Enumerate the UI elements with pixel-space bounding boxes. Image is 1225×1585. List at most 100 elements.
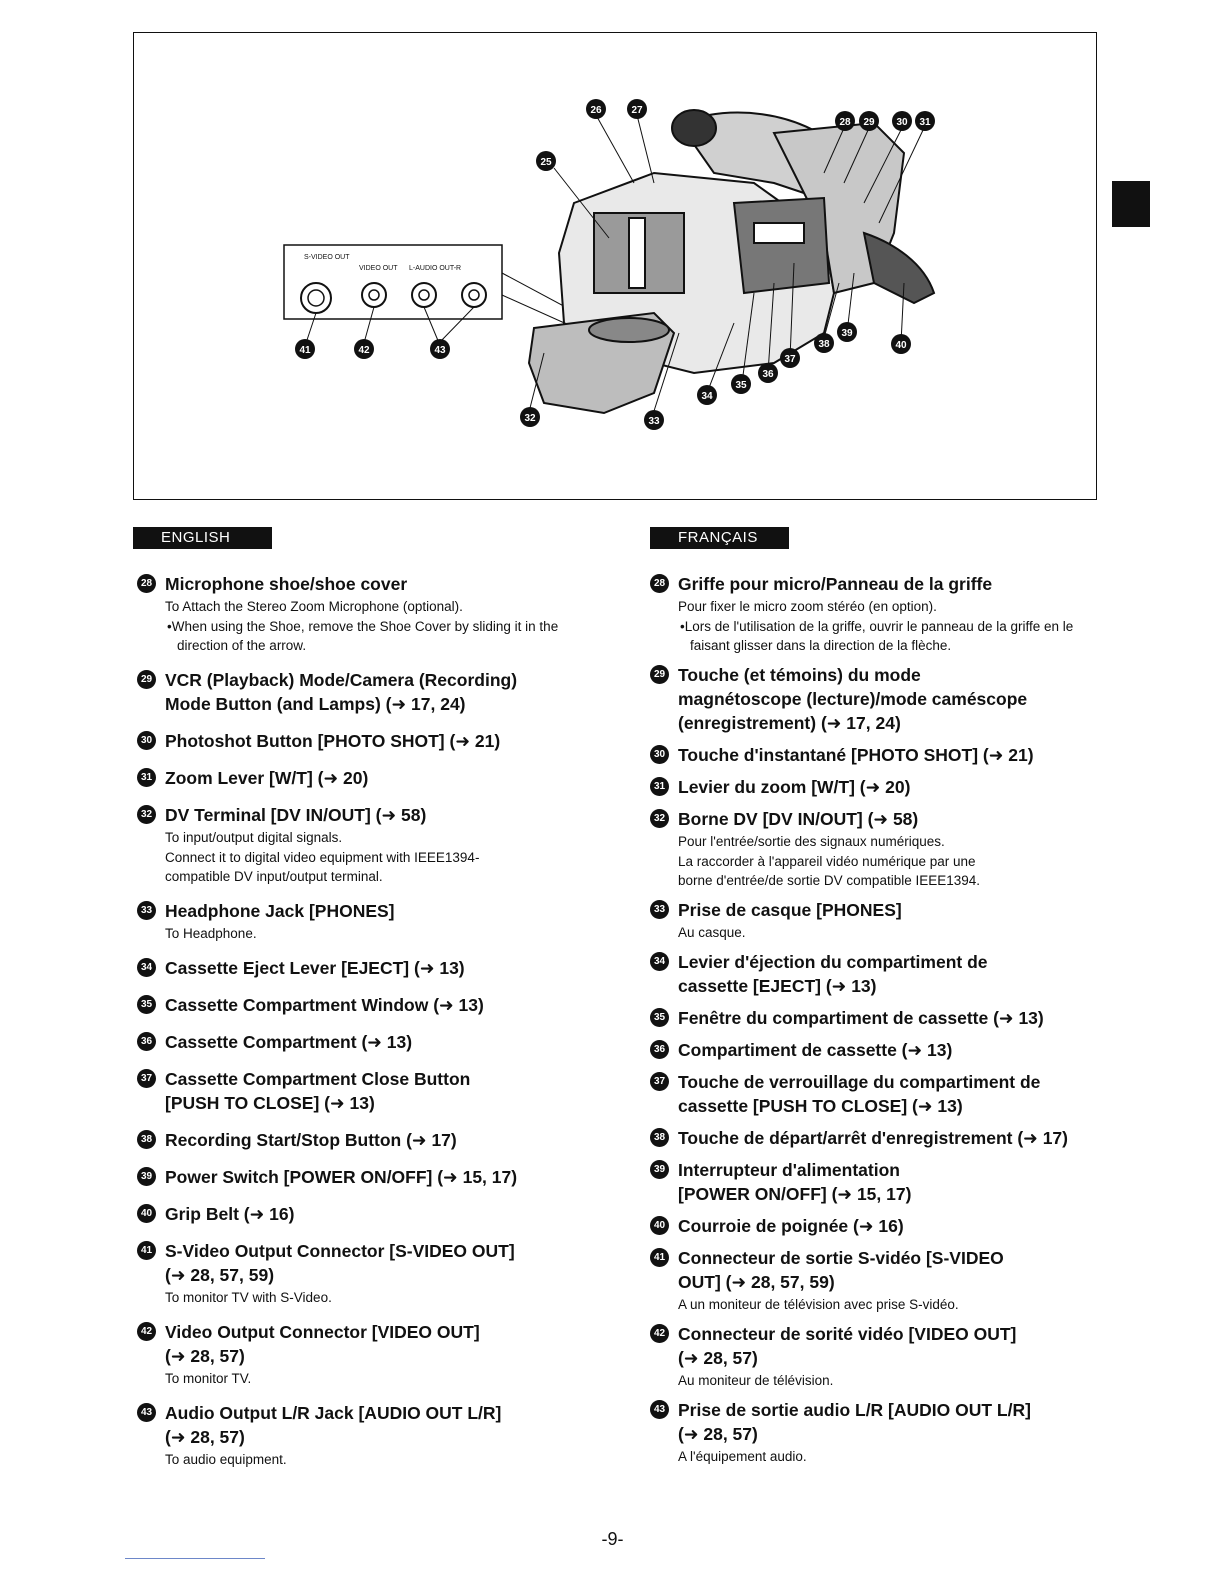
part-title: Prise de sortie audio L/R [AUDIO OUT L/R… xyxy=(678,1400,1031,1444)
svg-text:34: 34 xyxy=(701,391,713,402)
part-description: Pour fixer le micro zoom stéréo (en opti… xyxy=(678,599,937,614)
callout-38: 38 xyxy=(814,333,834,353)
part-description: A l'équipement audio. xyxy=(678,1449,807,1464)
page-number: -9- xyxy=(601,1529,624,1549)
svg-text:29: 29 xyxy=(863,117,875,128)
svg-text:41: 41 xyxy=(299,345,311,356)
part-description: Au casque. xyxy=(678,925,746,940)
part-number-badge: 36 xyxy=(137,1032,156,1051)
part-title: Touche d'instantané [PHOTO SHOT] (➜ 21) xyxy=(678,745,1034,765)
part-description: Au moniteur de télévision. xyxy=(678,1373,834,1388)
part-number-badge: 32 xyxy=(650,809,669,828)
part-title: Microphone shoe/shoe cover xyxy=(165,574,408,594)
part-description: Connect it to digital video equipment wi… xyxy=(165,850,480,884)
callout-41: 41 xyxy=(295,339,315,359)
parts-entry: 39 Interrupteur d'alimentation [POWER ON/… xyxy=(650,1158,1100,1206)
part-title: Connecteur de sorité vidéo [VIDEO OUT] (… xyxy=(678,1324,1017,1368)
part-title: Borne DV [DV IN/OUT] (➜ 58) xyxy=(678,809,919,829)
part-title: VCR (Playback) Mode/Camera (Recording) M… xyxy=(165,670,518,714)
part-title: Grip Belt (➜ 16) xyxy=(165,1204,295,1224)
part-note: •When using the Shoe, remove the Shoe Co… xyxy=(167,619,559,653)
part-description: A un moniteur de télévision avec prise S… xyxy=(678,1297,959,1312)
svg-text:35: 35 xyxy=(735,380,747,391)
part-number-badge: 34 xyxy=(650,952,669,971)
part-number-badge: 38 xyxy=(137,1130,156,1149)
part-number-badge: 43 xyxy=(650,1400,669,1419)
part-number-badge: 29 xyxy=(137,670,156,689)
callout-31: 31 xyxy=(915,111,935,131)
callout-39: 39 xyxy=(837,322,857,342)
part-title: Touche de verrouillage du compartiment d… xyxy=(678,1072,1041,1116)
part-title: DV Terminal [DV IN/OUT] (➜ 58) xyxy=(165,805,427,825)
part-title: Cassette Compartment Close Button [PUSH … xyxy=(165,1069,471,1113)
callout-26: 26 xyxy=(586,99,606,119)
callout-leaders xyxy=(529,114,925,412)
callout-36: 36 xyxy=(758,363,778,383)
parts-entry: 32 Borne DV [DV IN/OUT] (➜ 58) Pour l'entr… xyxy=(650,807,1100,890)
svg-text:27: 27 xyxy=(631,105,643,116)
part-number-badge: 34 xyxy=(137,958,156,977)
part-description: To audio equipment. xyxy=(165,1452,287,1467)
callout-40: 40 xyxy=(891,334,911,354)
parts-entry: 43 Prise de sortie audio L/R [AUDIO OUT L… xyxy=(650,1398,1100,1466)
part-title: Audio Output L/R Jack [AUDIO OUT L/R] (➜… xyxy=(165,1403,502,1447)
part-title: Recording Start/Stop Button (➜ 17) xyxy=(165,1130,457,1150)
part-number-badge: 41 xyxy=(650,1248,669,1267)
parts-entry: 38 Recording Start/Stop Button (➜ 17) xyxy=(137,1128,597,1152)
part-number-badge: 28 xyxy=(137,574,156,593)
part-title: Cassette Compartment (➜ 13) xyxy=(165,1032,413,1052)
camcorder-illustration: S-VIDEO OUT VIDEO OUT L-AUDIO OUT-R xyxy=(283,99,936,430)
svg-text:25: 25 xyxy=(540,157,552,168)
part-number-badge: 30 xyxy=(137,731,156,750)
part-title: Courroie de poignée (➜ 16) xyxy=(678,1216,904,1236)
part-number-badge: 39 xyxy=(137,1167,156,1186)
callout-34: 34 xyxy=(697,385,717,405)
part-description: Pour l'entrée/sortie des signaux numériq… xyxy=(678,834,945,849)
part-number-badge: 40 xyxy=(650,1216,669,1235)
camcorder-body xyxy=(527,109,936,415)
callout-33: 33 xyxy=(644,410,664,430)
svg-text:31: 31 xyxy=(919,117,931,128)
parts-entry: 34 Cassette Eject Lever [EJECT] (➜ 13) xyxy=(137,956,597,980)
svg-text:38: 38 xyxy=(818,339,830,350)
part-title: Interrupteur d'alimentation [POWER ON/OF… xyxy=(678,1160,912,1204)
part-title: Photoshot Button [PHOTO SHOT] (➜ 21) xyxy=(165,731,501,751)
callout-37: 37 xyxy=(780,348,800,368)
part-title: Zoom Lever [W/T] (➜ 20) xyxy=(165,768,369,788)
part-number-badge: 35 xyxy=(137,995,156,1014)
part-number-badge: 39 xyxy=(650,1160,669,1179)
connector-label-video: VIDEO OUT xyxy=(359,265,398,272)
svg-text:39: 39 xyxy=(841,328,853,339)
callout-42: 42 xyxy=(354,339,374,359)
svg-text:40: 40 xyxy=(895,340,907,351)
part-title: Connecteur de sortie S-vidéo [S-VIDEO OU… xyxy=(678,1248,1004,1292)
part-number-badge: 36 xyxy=(650,1040,669,1059)
callout-43: 43 xyxy=(430,339,450,359)
part-description: To input/output digital signals. xyxy=(165,830,343,845)
callout-25: 25 xyxy=(536,151,556,171)
part-description: La raccorder à l'appareil vidéo numériqu… xyxy=(678,854,981,888)
part-title: Touche (et témoins) du mode magnétoscope… xyxy=(678,665,1028,733)
english-badge: ENGLISH xyxy=(133,527,272,549)
part-number-badge: 40 xyxy=(137,1204,156,1223)
part-number-badge: 37 xyxy=(650,1072,669,1091)
connector-label-audio: L-AUDIO OUT-R xyxy=(409,265,461,272)
part-title: Fenêtre du compartiment de cassette (➜ 1… xyxy=(678,1008,1044,1028)
part-title: Headphone Jack [PHONES] xyxy=(165,901,395,921)
callout-35: 35 xyxy=(731,374,751,394)
connector-label-svideo: S-VIDEO OUT xyxy=(304,254,350,261)
part-title: Cassette Eject Lever [EJECT] (➜ 13) xyxy=(165,958,465,978)
